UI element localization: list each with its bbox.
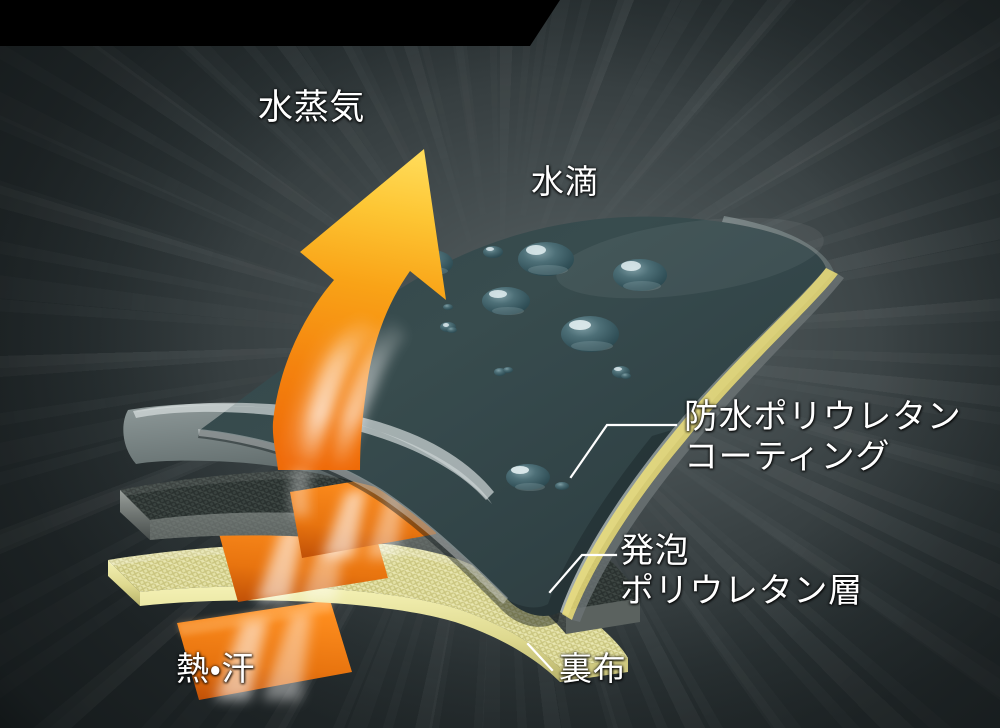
droplet: [506, 464, 550, 491]
leader-line-coating: [569, 423, 678, 479]
droplet: [503, 367, 513, 373]
redacted-title-bar: [0, 0, 560, 46]
droplet: [555, 482, 569, 490]
heat-panel-bottom: [177, 600, 352, 700]
droplet: [482, 287, 530, 315]
leader-line-lining: [526, 642, 554, 672]
droplet: [621, 373, 631, 379]
leader-line-foam: [548, 553, 618, 594]
droplet: [443, 304, 453, 310]
droplet: [483, 246, 503, 258]
droplet: [447, 327, 457, 333]
water-vapor-arrow: [272, 149, 446, 516]
droplet: [613, 259, 667, 291]
droplet: [561, 316, 619, 352]
leader-lines: [526, 423, 678, 672]
droplet: [518, 242, 574, 276]
